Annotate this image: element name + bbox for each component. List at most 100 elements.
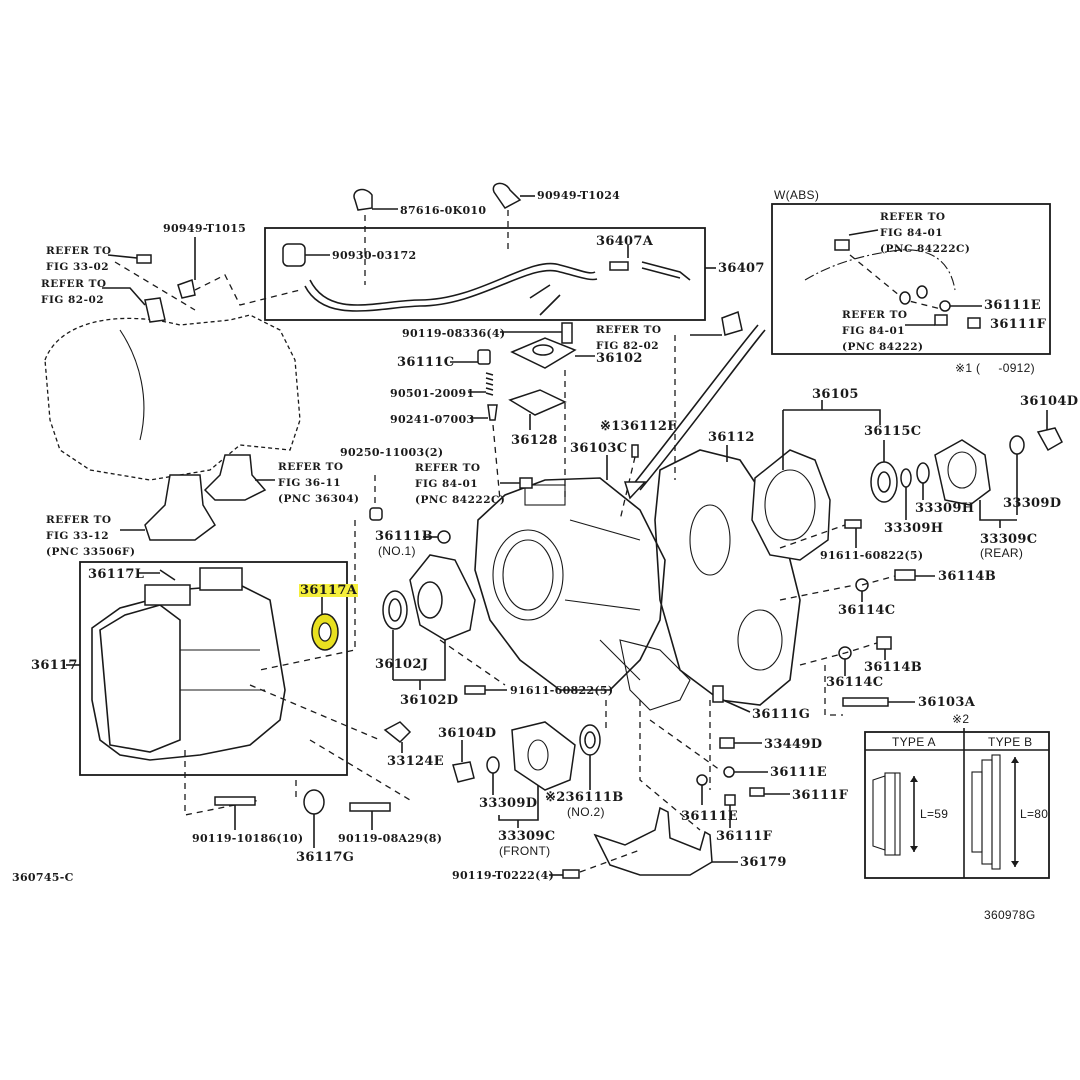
extension-36105-icon [751, 449, 831, 561]
bracket-36179-icon [593, 806, 713, 876]
part-87616-0k010[interactable]: 87616-0K010 [400, 204, 487, 217]
no1-note: (NO.1) [378, 544, 416, 558]
part-33124e[interactable]: 33124E [387, 754, 444, 769]
part-90930-03172[interactable]: 90930-03172 [332, 249, 417, 262]
pin-36111g-icon [712, 685, 724, 703]
figure-code-right: 360978G [984, 908, 1036, 922]
abs-inset-title: W(ABS) [774, 188, 820, 202]
part-36128[interactable]: 36128 [511, 433, 558, 448]
top-cover-icon [144, 584, 191, 606]
bolt-84222c-icon [519, 477, 533, 489]
hose-assembly-box [264, 227, 706, 321]
type-a-length: L=59 [920, 807, 949, 821]
hose-drawing [282, 243, 691, 316]
part-91611-60822-mid[interactable]: 91611-60822(5) [510, 684, 614, 697]
spring-90501-icon [485, 372, 494, 396]
part-36103a[interactable]: 36103A [918, 695, 976, 710]
plug-36111b-no1-icon [437, 530, 451, 544]
part-36102j[interactable]: 36102J [375, 657, 429, 672]
part-36112f[interactable]: ※136112F [600, 419, 677, 434]
type-b-length: L=80 [1020, 807, 1049, 821]
transfer-case-36103c-drawing [474, 477, 691, 711]
part-36117l[interactable]: 36117L [88, 567, 145, 582]
part-90119-10186[interactable]: 90119-10186(10) [192, 832, 304, 845]
refer-fig-33-02[interactable]: REFER TO FIG 33-02 [46, 245, 112, 273]
rear-note: (REAR) [980, 546, 1024, 560]
part-33309c-rear[interactable]: 33309C [980, 532, 1038, 547]
bracket-82-02-icon [721, 310, 743, 336]
part-36407a[interactable]: 36407A [596, 234, 654, 249]
part-36111b-no2[interactable]: ※236111B [545, 790, 624, 805]
part-36111g[interactable]: 36111G [752, 707, 811, 722]
part-36112[interactable]: 36112 [708, 430, 755, 445]
part-36105[interactable]: 36105 [812, 387, 859, 402]
washer-33309d-icon [1009, 435, 1025, 455]
part-36117[interactable]: 36117 [31, 658, 78, 673]
abs-part-36111e[interactable]: 36111E [984, 298, 1041, 313]
part-36115c[interactable]: 36115C [864, 424, 922, 439]
nut-36104d-front-icon [452, 761, 475, 783]
abs-36111e-icon [939, 300, 951, 312]
part-36114c-a[interactable]: 36114C [838, 603, 896, 618]
bolt-33449d-icon [719, 737, 735, 749]
part-33309d-mid[interactable]: 33309D [479, 796, 538, 811]
part-36111b-no1[interactable]: 36111B [375, 529, 434, 544]
plug-36111e-b-icon [696, 774, 708, 786]
part-90119-08336[interactable]: 90119-08336(4) [402, 327, 506, 340]
abs-date-note: ※1 ( -0912) [955, 361, 1035, 375]
part-36104d-mid[interactable]: 36104D [438, 726, 497, 741]
pin-36112f-icon [631, 444, 639, 458]
clip-90949-t1024-icon [492, 182, 522, 209]
seal-33309h-icon [916, 462, 930, 484]
plug-36111e-a-icon [723, 766, 735, 778]
part-90501-20091[interactable]: 90501-20091 [390, 387, 475, 400]
part-36111f-a[interactable]: 36111F [792, 788, 849, 803]
part-36104d-right[interactable]: 36104D [1020, 394, 1079, 409]
refer-fig-36-11[interactable]: REFER TO FIG 36-11 (PNC 36304) [278, 461, 360, 505]
part-36103c[interactable]: 36103C [570, 441, 628, 456]
part-33309d-right[interactable]: 33309D [1003, 496, 1062, 511]
part-33449d[interactable]: 33449D [764, 737, 823, 752]
bolt-90119-t0222-icon [562, 869, 580, 879]
part-36111c[interactable]: 36111C [397, 355, 455, 370]
sensor-33124e-icon [383, 721, 412, 744]
part-36114c-b[interactable]: 36114C [826, 675, 884, 690]
part-36111e-a[interactable]: 36111E [770, 765, 827, 780]
refer-fig-84-01-mid[interactable]: REFER TO FIG 84-01 (PNC 84222C) [415, 462, 506, 506]
part-90949-t1015[interactable]: 90949-T1015 [163, 222, 247, 235]
refer-fig-33-12[interactable]: REFER TO FIG 33-12 (PNC 33506F) [46, 514, 136, 558]
part-90241-07003[interactable]: 90241-07003 [390, 413, 475, 426]
part-36407[interactable]: 36407 [718, 261, 765, 276]
part-33309h-a[interactable]: 33309H [915, 501, 975, 516]
part-36114b-a[interactable]: 36114B [938, 569, 997, 584]
part-36114b-b[interactable]: 36114B [864, 660, 923, 675]
refer-fig-82-02-mid[interactable]: REFER TO FIG 82-02 [596, 324, 662, 352]
part-36117g[interactable]: 36117G [296, 850, 355, 865]
abs-part-36111f[interactable]: 36111F [990, 317, 1047, 332]
refer-fig-82-02-left[interactable]: REFER TO FIG 82-02 [41, 278, 107, 306]
part-33309h-b[interactable]: 33309H [884, 521, 944, 536]
part-90119-08a29[interactable]: 90119-08A29(8) [338, 832, 443, 845]
abs-bolt-84222-icon [934, 314, 948, 326]
part-90119-t0222[interactable]: 90119-T0222(4) [452, 869, 555, 882]
abs-refer-bottom[interactable]: REFER TO FIG 84-01 (PNC 84222) [842, 309, 924, 353]
part-36102[interactable]: 36102 [596, 351, 643, 366]
part-90949-t1024[interactable]: 90949-T1024 [537, 189, 621, 202]
top-cover-icon [199, 567, 243, 591]
part-36111e-b[interactable]: 36111E [681, 809, 738, 824]
abs-inset-box [771, 203, 1051, 355]
part-33309c-front[interactable]: 33309C [498, 829, 556, 844]
rear-case-36112-drawing [654, 449, 801, 706]
part-36111f-b[interactable]: 36111F [716, 829, 773, 844]
flange-33309c-rear-icon [934, 439, 991, 506]
abs-refer-top[interactable]: REFER TO FIG 84-01 (PNC 84222C) [880, 211, 971, 255]
part-90250-11003[interactable]: 90250-11003(2) [340, 446, 444, 459]
part-36102d[interactable]: 36102D [400, 693, 459, 708]
type-a-header: TYPE A [892, 735, 936, 749]
part-91611-60822-right[interactable]: 91611-60822(5) [820, 549, 924, 562]
part-36117a-highlighted[interactable]: 36117A [299, 583, 359, 598]
part-36179[interactable]: 36179 [740, 855, 787, 870]
nut-36104d-icon [1036, 427, 1063, 452]
